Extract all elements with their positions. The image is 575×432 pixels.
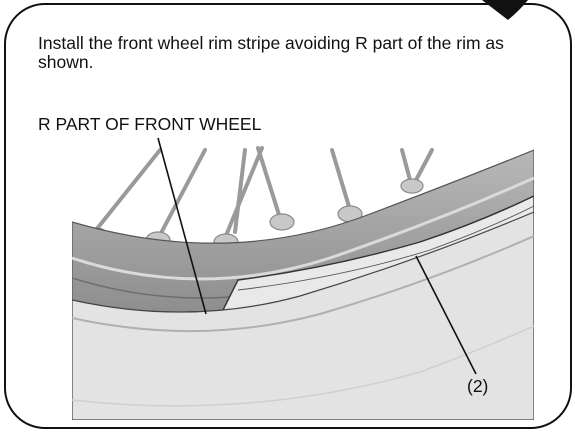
spokes (94, 146, 434, 240)
instruction-text: Install the front wheel rim stripe avoid… (38, 33, 504, 72)
frame-border (4, 3, 572, 429)
callout-2-label: (2) (467, 376, 489, 396)
callout-r-part-label: R PART OF FRONT WHEEL (38, 114, 262, 134)
leader-line-2 (415, 255, 477, 375)
leader-line-r-part (157, 137, 207, 315)
tire (72, 211, 534, 420)
